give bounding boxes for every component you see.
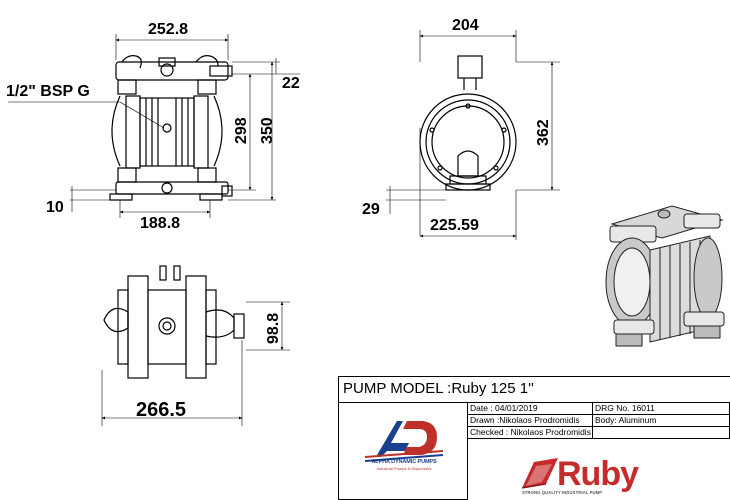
dim-side-width: 204 <box>452 17 479 34</box>
ruby-gem-icon <box>521 458 558 489</box>
title-block-grid: Date : 04/01/2019 DRG No. 16011 Drawn :N… <box>467 402 730 500</box>
title-block: PUMP MODEL :Ruby 125 1'' ALPHA DYNAMIC P… <box>338 376 730 500</box>
dim-inner-height: 298 <box>233 117 250 144</box>
dim-outer-height: 350 <box>259 117 276 144</box>
dim-top-depth: 98.8 <box>265 313 282 344</box>
dim-thread-label: 1/2" BSP G <box>6 83 90 100</box>
company-logo-cell: ALPHA DYNAMIC PUMPS Industrial Pumps & D… <box>338 402 467 500</box>
dim-side-base-width: 225.59 <box>430 217 479 234</box>
brand-logo-text: Ruby <box>557 455 639 493</box>
brand-tagline: STRONG QUALITY INDUSTRIAL PUMP <box>522 490 603 495</box>
dim-side-height: 362 <box>535 119 552 146</box>
dim-base-width: 188.8 <box>140 215 180 232</box>
front-view <box>8 34 300 218</box>
company-logo-subtitle: Industrial Pumps & Dispensers <box>376 466 432 471</box>
dim-base-offset: 10 <box>46 199 64 216</box>
pump-3d-illustration <box>605 205 725 347</box>
brand-logo-cell <box>467 438 730 500</box>
dim-side-base-offset: 29 <box>362 201 380 218</box>
side-view <box>386 30 560 240</box>
dim-top-offset: 22 <box>282 75 300 92</box>
top-view <box>101 265 290 426</box>
dim-top-width: 266.5 <box>136 399 186 421</box>
company-logo-text: ALPHA DYNAMIC PUMPS <box>371 459 437 465</box>
dim-front-width: 252.8 <box>148 21 188 38</box>
alpha-dynamic-logo <box>364 417 444 462</box>
pump-model-title: PUMP MODEL :Ruby 125 1'' <box>338 376 730 402</box>
